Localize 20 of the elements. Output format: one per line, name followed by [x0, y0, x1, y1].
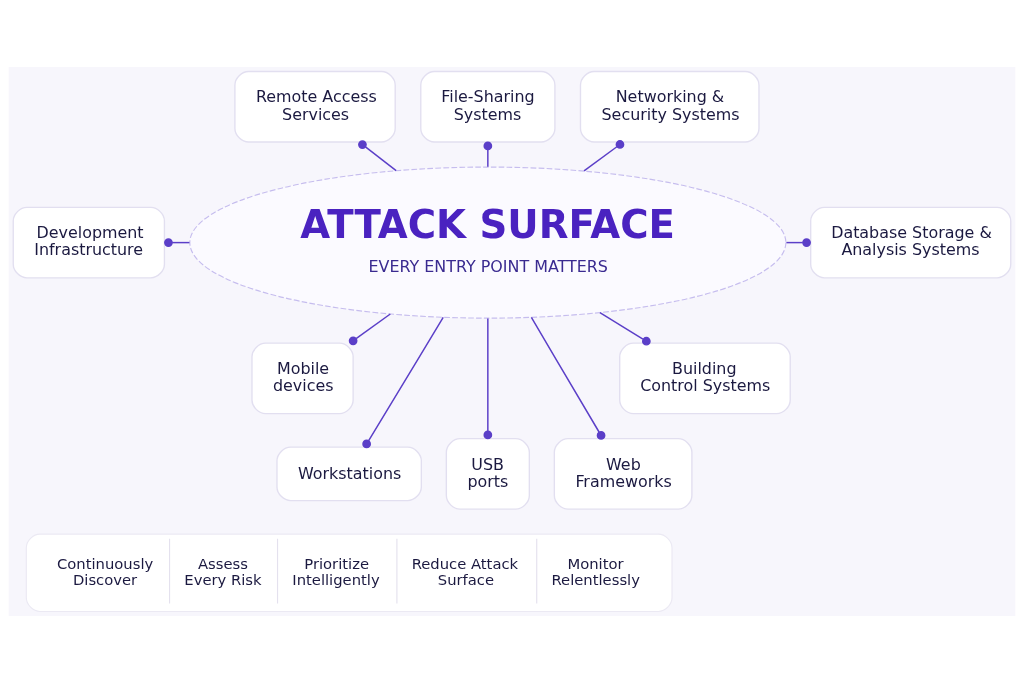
connector — [530, 316, 606, 440]
connector — [483, 141, 493, 168]
connector — [358, 140, 397, 172]
node-ellipse: ATTACK SURFACE EVERY ENTRY POINT MATTERS — [189, 166, 787, 319]
connector — [583, 140, 625, 172]
node-box: Workstations — [276, 446, 422, 502]
node-box: Development Infrastructure — [12, 206, 166, 279]
node-box: File-Sharing Systems — [420, 70, 556, 143]
node-box: Database Storage & Analysis Systems — [810, 206, 1012, 279]
node-box: Mobile devices — [251, 342, 354, 415]
node-box: Building Control Systems — [619, 342, 791, 415]
node-box: Web Frameworks — [553, 438, 693, 510]
connector — [599, 311, 651, 346]
node-box: USB ports — [445, 438, 530, 510]
node-box: Networking & Security Systems — [579, 70, 760, 143]
connector — [348, 313, 392, 346]
connector — [362, 316, 444, 449]
node-box: Remote Access Services — [234, 70, 396, 143]
node-box: Continuously Discover Assess Every Risk Prioritize Intelligently Reduce Attack Surface Monitor Relentlessly — [25, 533, 673, 613]
connector — [483, 317, 493, 440]
